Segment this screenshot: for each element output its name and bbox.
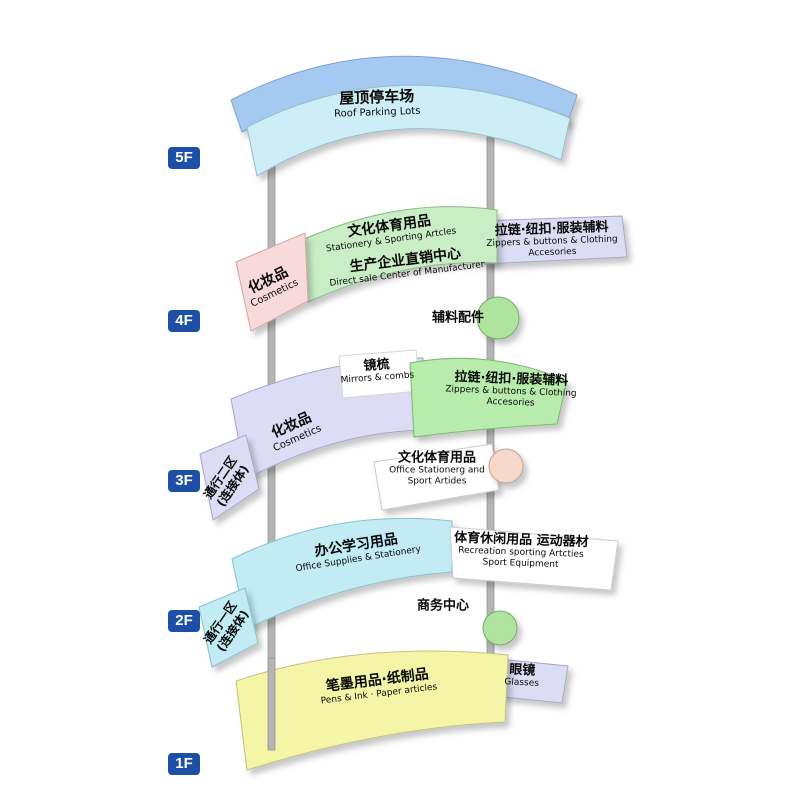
floor2-passage-tab <box>198 587 259 668</box>
f1-glasses-en: Glasses <box>504 677 540 690</box>
f3-stationery-zh: 文化体育用品 <box>397 450 476 466</box>
floor4-accessories-node <box>476 296 520 340</box>
f3-stationery-en2: Sport Artides <box>407 476 467 487</box>
label-f1-glasses: 眼镜 Glasses <box>504 662 540 690</box>
label-f4-zippers: 拉链·纽扣·服装辅料 Zippers & buttons & Clothing … <box>486 219 619 260</box>
label-f3-zippers: 拉链·纽扣·服装辅料 Zippers & buttons & Clothing … <box>445 369 578 410</box>
floor-badge-3f: 3F <box>168 470 200 492</box>
floor5-roof-parking-area <box>246 84 571 177</box>
f3-stationery-en1: Office Stationerg and <box>389 466 485 477</box>
floor-badge-4f: 4F <box>168 310 200 332</box>
label-f2-business-center: 商务中心 <box>417 598 469 613</box>
floor3-passage-tab <box>199 434 260 521</box>
floor2-business-node <box>482 610 518 646</box>
f4-accessories-zh: 辅料配件 <box>431 310 485 326</box>
floor3-connector-node <box>488 448 524 484</box>
label-f3-stationery: 文化体育用品 Office Stationerg and Sport Artid… <box>389 451 485 488</box>
floor3-stationery-area <box>373 443 500 511</box>
floor-badge-1f: 1F <box>168 753 200 775</box>
floor1-pens-area <box>235 650 509 771</box>
floor-badge-5f: 5F <box>168 147 200 169</box>
f2-business-zh: 商务中心 <box>416 598 470 614</box>
label-f2-sports: 体育休闲用品 运动器材 Recreation sporting Artcties… <box>453 530 589 571</box>
label-f4-accessories: 辅料配件 <box>432 310 484 325</box>
label-f3-mirrors: 镜梳 Mirrors & combs <box>339 355 414 386</box>
floor2-sports-area <box>449 526 619 591</box>
floor-badge-2f: 2F <box>168 610 200 632</box>
label-roof-parking: 屋顶停车场 Roof Parking Lots <box>333 87 421 120</box>
left-pole-lower <box>267 657 276 751</box>
floor4-main-area <box>299 206 498 303</box>
floor4-cosmetics-area <box>235 232 309 332</box>
f1-glasses-zh: 眼镜 <box>508 662 536 679</box>
floor3-zippers-area <box>409 357 568 438</box>
